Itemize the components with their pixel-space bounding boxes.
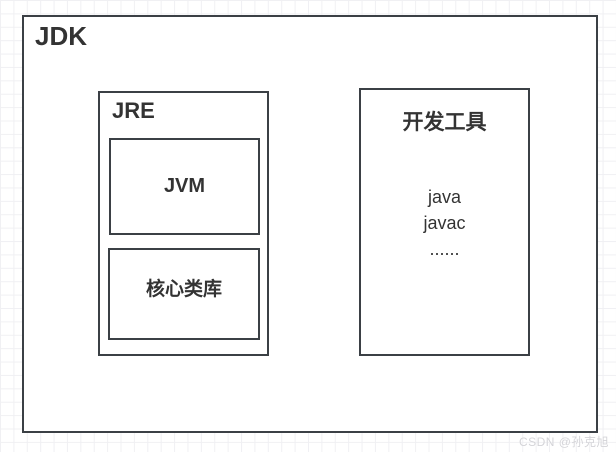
csdn-watermark: CSDN @孙克旭 [518,435,609,449]
dev-tools-box: 开发工具 java javac ...... [359,88,530,356]
core-library-box: 核心类库 [108,248,260,340]
jdk-label: JDK [35,21,88,51]
jre-label: JRE [112,98,155,123]
dev-tools-command-java: java [427,187,462,207]
jvm-box: JVM [109,138,260,235]
dev-tools-command-ellipsis: ...... [429,239,460,259]
dev-tools-command-list: java javac ...... [361,184,528,262]
dev-tools-command-javac: javac [423,213,466,233]
dev-tools-title: 开发工具 [402,111,487,134]
jvm-label: JVM [163,175,206,197]
core-library-label: 核心类库 [145,278,222,300]
